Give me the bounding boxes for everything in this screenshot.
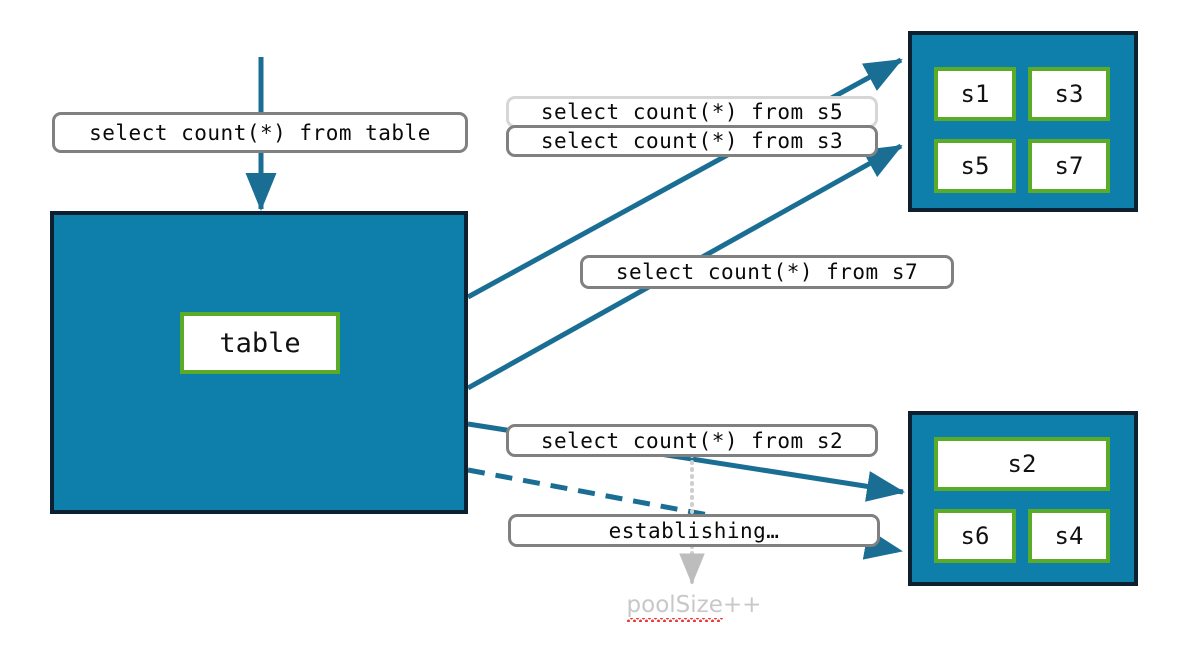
server-node-s2[interactable]: s2 — [934, 437, 1110, 491]
poolsize-increment: ++ — [722, 592, 762, 618]
query-label-s3[interactable]: select count(*) from s3 — [506, 125, 878, 157]
query-label-s7[interactable]: select count(*) from s7 — [580, 255, 954, 289]
server-node-s4[interactable]: s4 — [1028, 509, 1110, 563]
query-label-s5[interactable]: select count(*) from s5 — [506, 96, 878, 128]
server-node-s5[interactable]: s5 — [934, 139, 1016, 193]
poolsize-annotation: poolSize++ — [596, 592, 792, 622]
server-node-s6[interactable]: s6 — [934, 509, 1016, 563]
server-node-s7[interactable]: s7 — [1028, 139, 1110, 193]
server-node-s3[interactable]: s3 — [1028, 67, 1110, 121]
status-label-establishing[interactable]: establishing… — [508, 514, 880, 547]
query-label-s2[interactable]: select count(*) from s2 — [506, 424, 878, 457]
table-node[interactable]: table — [180, 312, 340, 374]
poolsize-word: poolSize — [626, 592, 724, 622]
server-node-s1[interactable]: s1 — [934, 67, 1016, 121]
query-label-table[interactable]: select count(*) from table — [52, 112, 468, 153]
